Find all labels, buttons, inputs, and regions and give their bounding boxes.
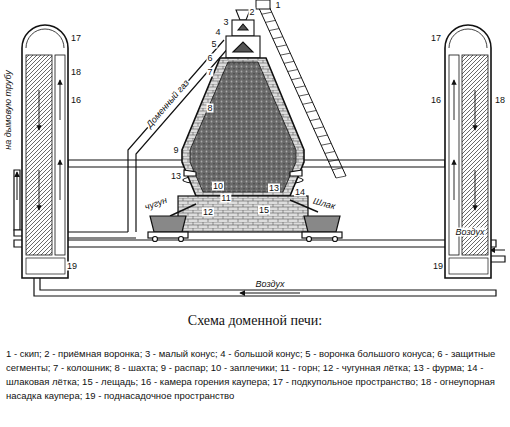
callout-number: 7 — [206, 68, 213, 77]
callout-number: 15 — [258, 206, 270, 215]
flow-label: Доменный газ — [144, 78, 191, 131]
legend-caption: 1 - скип; 2 - приёмная воронка; 3 - малы… — [6, 347, 504, 403]
callout-number: 18 — [70, 68, 82, 77]
callout-number: 8 — [206, 104, 213, 113]
callout-number: 16 — [430, 96, 442, 105]
callout-number: 19 — [66, 262, 78, 271]
callout-number: 16 — [70, 96, 82, 105]
callout-number: 4 — [214, 28, 221, 37]
callout-number: 1 — [274, 1, 281, 10]
callout-number: 14 — [294, 188, 306, 197]
callout-number: 18 — [494, 96, 506, 105]
callout-number: 19 — [432, 262, 444, 271]
flow-label: чугун — [143, 195, 170, 212]
callout-number: 5 — [210, 40, 217, 49]
flow-label: Шлак — [311, 196, 337, 211]
flow-label: Воздух — [455, 228, 486, 237]
callout-number: 10 — [212, 182, 224, 191]
callout-number: 6 — [206, 54, 213, 63]
flow-label: Воздух — [255, 280, 286, 289]
callout-number: 17 — [70, 34, 82, 43]
callout-number: 9 — [172, 146, 179, 155]
callout-number: 17 — [430, 34, 442, 43]
callout-number: 13 — [268, 184, 280, 193]
callout-number: 2 — [248, 8, 255, 17]
callout-number: 3 — [222, 18, 229, 27]
callout-number: 12 — [202, 208, 214, 217]
callout-number: 11 — [220, 194, 231, 203]
flow-label: на дымовую трубу — [4, 69, 13, 151]
callout-number: 13 — [170, 172, 182, 181]
diagram-title: Схема доменной печи: — [0, 313, 510, 329]
